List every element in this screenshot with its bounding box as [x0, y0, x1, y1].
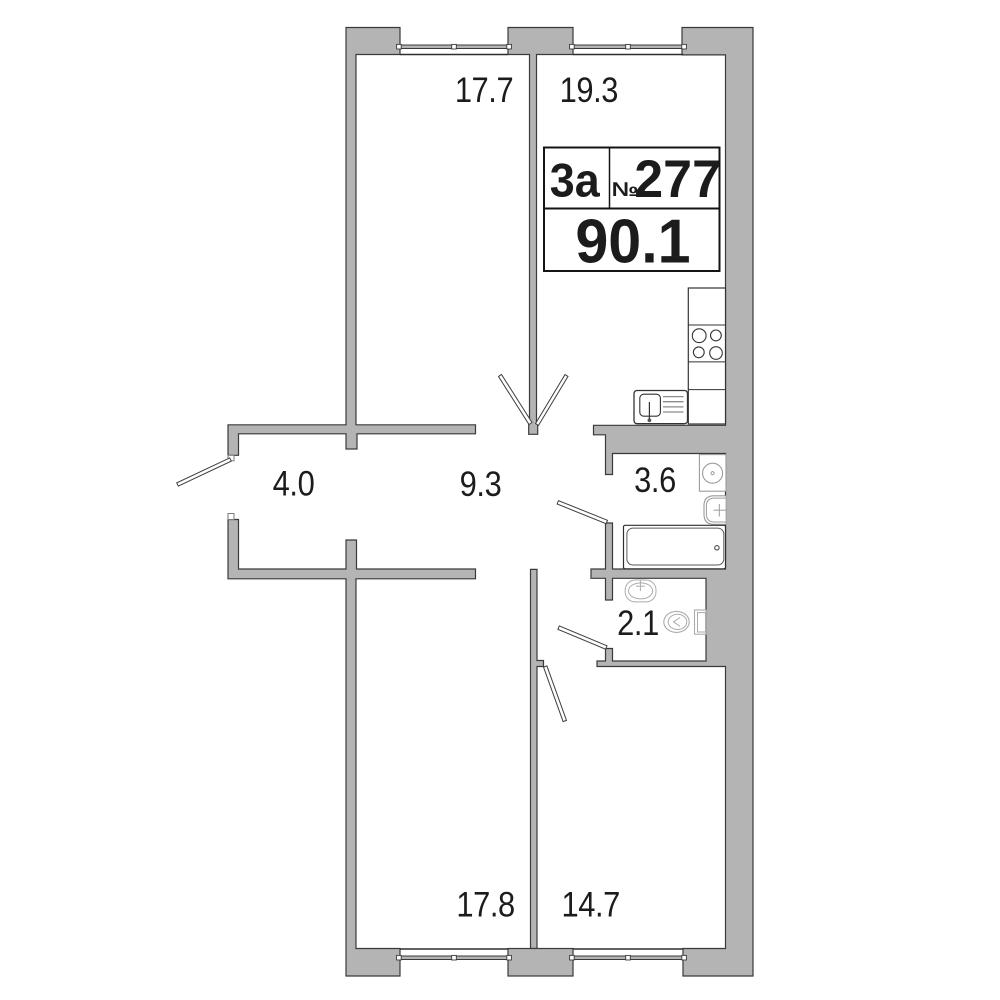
- svg-text:90.1: 90.1: [575, 206, 690, 276]
- svg-text:3.6: 3.6: [634, 461, 676, 500]
- svg-text:17.7: 17.7: [455, 71, 513, 110]
- svg-text:277: 277: [634, 151, 721, 210]
- svg-text:17.8: 17.8: [456, 886, 514, 925]
- svg-text:19.3: 19.3: [560, 71, 618, 110]
- svg-text:№: №: [612, 178, 639, 201]
- svg-text:4.0: 4.0: [273, 465, 315, 504]
- svg-text:9.3: 9.3: [460, 465, 502, 504]
- svg-text:2.1: 2.1: [617, 604, 659, 643]
- svg-text:3а: 3а: [550, 154, 600, 207]
- svg-text:14.7: 14.7: [562, 886, 620, 925]
